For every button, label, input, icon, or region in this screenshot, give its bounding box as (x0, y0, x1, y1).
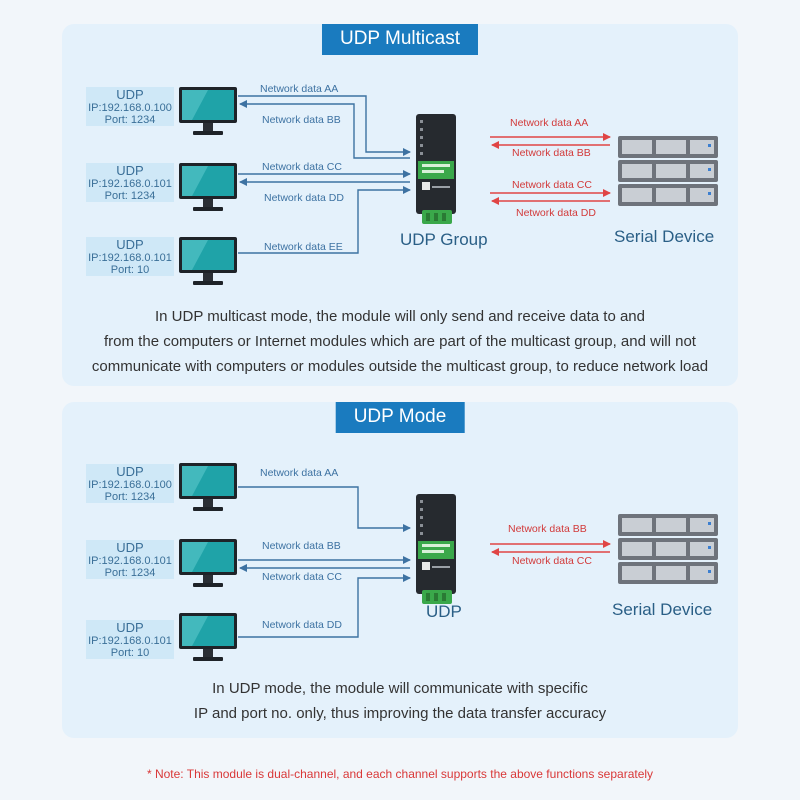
serial-label-cc: Network data CC (512, 179, 592, 191)
host-port: Port: 10 (110, 264, 150, 276)
module-icon (414, 114, 458, 224)
host-ip: IP:192.168.0.101 (88, 252, 172, 264)
host-name: UDP (116, 237, 144, 252)
link-aa-line (238, 486, 411, 532)
host-ip: IP:192.168.0.101 (88, 555, 172, 567)
host-label: UDP IP:192.168.0.101 Port: 10 (86, 237, 174, 276)
link-label-ee: Network data EE (264, 241, 343, 253)
host-ip: IP:192.168.0.100 (88, 102, 172, 114)
caption-line: IP and port no. only, thus improving the… (193, 705, 607, 722)
serial-device-label: Serial Device (612, 600, 713, 619)
host-port: Port: 1234 (104, 491, 156, 503)
module-label: UDP (426, 602, 462, 621)
link-bb-line (239, 100, 410, 159)
caption-line: from the computers or Internet modules w… (104, 333, 696, 350)
host-name: UDP (116, 87, 144, 102)
serial-label-bb: Network data BB (512, 147, 591, 159)
caption-line: In UDP mode, the module will communicate… (212, 680, 588, 697)
host-port: Port: 1234 (104, 190, 156, 202)
host-label: UDP IP:192.168.0.100 Port: 1234 (86, 87, 174, 126)
serial-label-bb: Network data BB (508, 523, 587, 535)
server-icon (618, 136, 718, 206)
udp-connectors (238, 486, 611, 638)
udp-title: UDP Mode (335, 402, 465, 433)
multicast-panel: UDP Multicast UDP IP:192.168.0.100 Port:… (62, 24, 738, 386)
host-ip: IP:192.168.0.101 (88, 635, 172, 647)
host-label: UDP IP:192.168.0.101 Port: 1234 (86, 540, 174, 579)
link-aa-line (238, 95, 411, 156)
host-name: UDP (116, 620, 144, 635)
module-label: UDP Group (400, 230, 488, 249)
serial-label-aa: Network data AA (510, 117, 589, 129)
link-label-aa: Network data AA (260, 83, 339, 95)
host-label: UDP IP:192.168.0.100 Port: 1234 (86, 464, 174, 503)
serial-device-label: Serial Device (614, 227, 715, 246)
udp-panel: UDP Mode UDP IP:192.168.0.100 Port: 1234… (62, 402, 738, 738)
host-ip: IP:192.168.0.101 (88, 178, 172, 190)
host-name: UDP (116, 464, 144, 479)
caption-line: In UDP multicast mode, the module will o… (155, 308, 645, 325)
host-label: UDP IP:192.168.0.101 Port: 1234 (86, 163, 174, 202)
link-label-dd: Network data DD (264, 192, 344, 204)
host-port: Port: 1234 (104, 567, 156, 579)
host-port: Port: 10 (110, 647, 150, 659)
link-label-dd: Network data DD (262, 619, 342, 631)
serial-label-cc: Network data CC (512, 555, 592, 567)
footnote: * Note: This module is dual-channel, and… (146, 767, 654, 781)
link-label-cc: Network data CC (262, 571, 342, 583)
link-ee-line (238, 186, 411, 254)
link-label-cc: Network data CC (262, 161, 342, 173)
host-name: UDP (116, 163, 144, 178)
module-icon (414, 494, 458, 604)
host-name: UDP (116, 540, 144, 555)
host-ip: IP:192.168.0.100 (88, 479, 172, 491)
link-label-aa: Network data AA (260, 467, 339, 479)
link-dd-line (238, 574, 411, 638)
multicast-caption: In UDP multicast mode, the module will o… (62, 304, 738, 379)
udp-caption: In UDP mode, the module will communicate… (62, 676, 738, 726)
server-icon (618, 514, 718, 584)
caption-line: communicate with computers or modules ou… (91, 358, 709, 375)
serial-label-dd: Network data DD (516, 207, 596, 219)
link-label-bb: Network data BB (262, 540, 341, 552)
multicast-connectors (238, 95, 611, 254)
host-port: Port: 1234 (104, 114, 156, 126)
link-label-bb: Network data BB (262, 114, 341, 126)
multicast-title: UDP Multicast (321, 24, 479, 55)
host-label: UDP IP:192.168.0.101 Port: 10 (86, 620, 174, 659)
